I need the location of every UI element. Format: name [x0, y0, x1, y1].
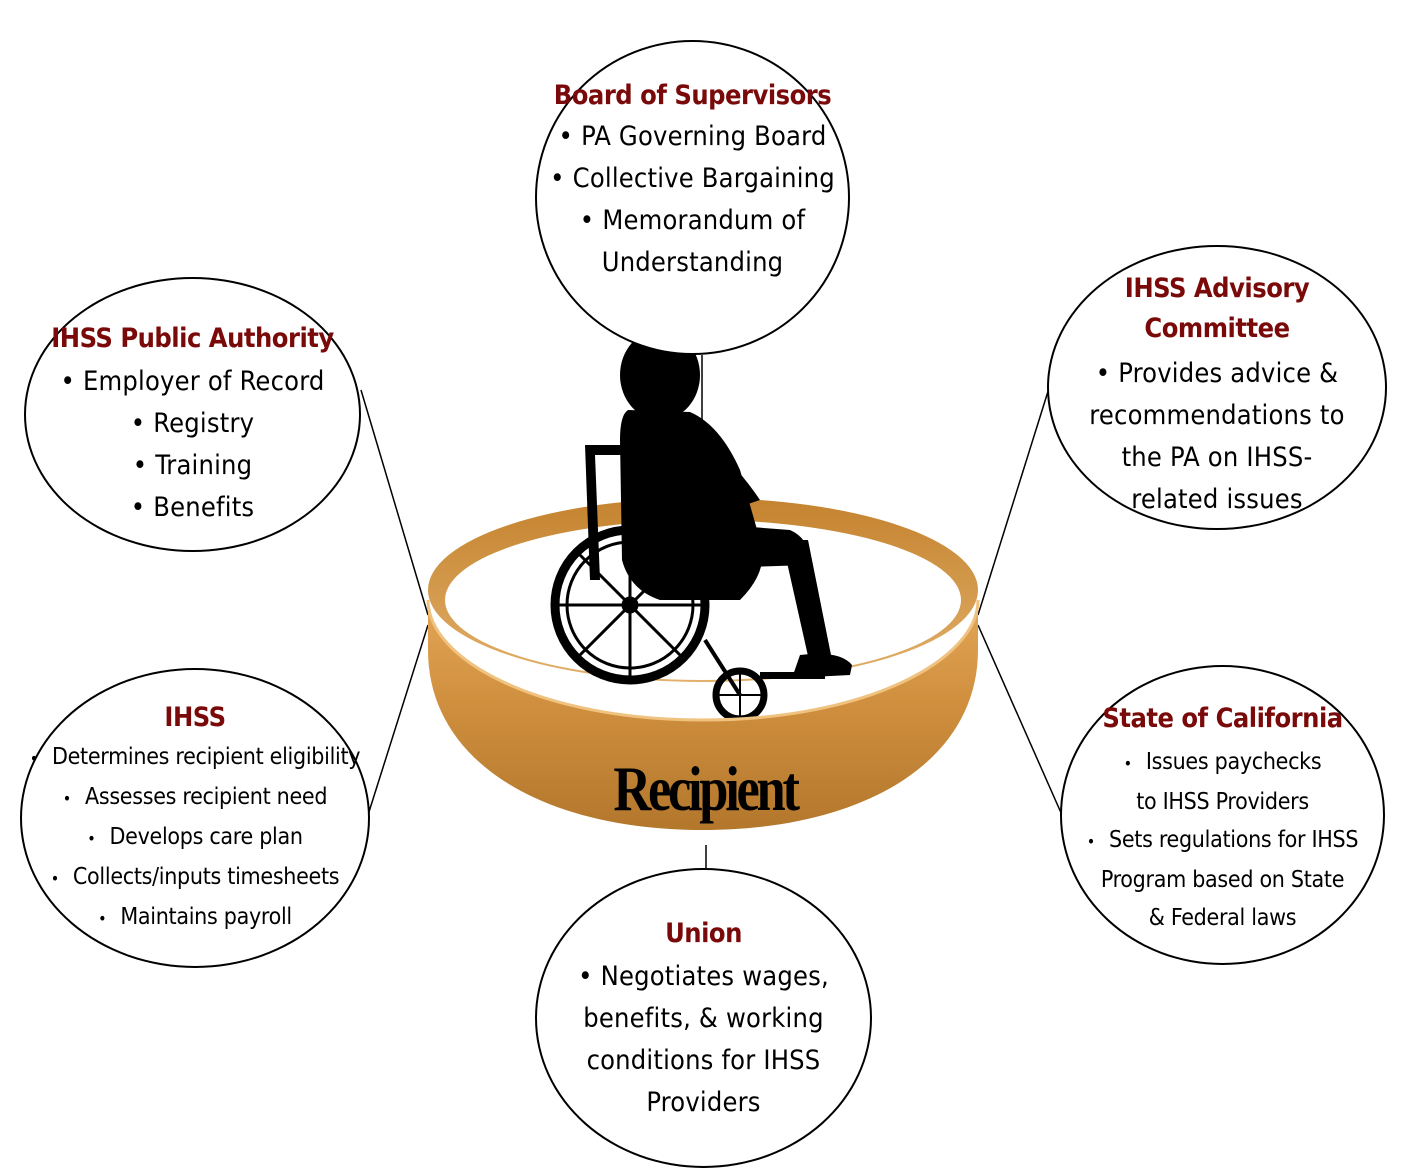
node-title: IHSS Advisory Committee: [1124, 273, 1310, 344]
bullet-item: Maintains payroll: [22, 898, 368, 938]
bullet-item: Registry: [26, 403, 359, 445]
bullet-item: Collects/inputs timesheets: [22, 858, 368, 898]
node-ihss-public-authority: IHSS Public Authority Employer of Record…: [24, 277, 361, 552]
bullet-item: Benefits: [26, 487, 359, 529]
node-title: Board of Supervisors: [553, 80, 832, 111]
bullet-item: Training: [26, 445, 359, 487]
node-state-of-california: State of California Issues paychecks to …: [1060, 665, 1385, 965]
node-title: Union: [665, 918, 742, 949]
node-ihss: IHSS Determines recipient eligibility As…: [20, 668, 370, 968]
bullet-item: Assesses recipient need: [22, 778, 368, 818]
bullet-item: Negotiates wages, benefits, & working co…: [537, 956, 870, 1124]
node-board-of-supervisors: Board of Supervisors PA Governing Board …: [535, 40, 850, 355]
connector-state: [977, 624, 1063, 816]
bullet-item: Employer of Record: [26, 361, 359, 403]
bullet-item: Determines recipient eligibility: [22, 738, 368, 778]
node-title: State of California: [1102, 703, 1343, 734]
bullet-item: PA Governing Board: [537, 116, 848, 158]
bullet-item: Provides advice & recommendations to the…: [1049, 353, 1385, 521]
node-title: IHSS: [164, 702, 226, 733]
bullet-item: Develops care plan: [22, 818, 368, 858]
bullet-item: Memorandum of Understanding: [537, 200, 848, 284]
recipient-label: Recipient: [613, 753, 800, 824]
connector-advisory: [977, 384, 1051, 616]
node-title: IHSS Public Authority: [51, 323, 334, 354]
node-union: Union Negotiates wages, benefits, & work…: [535, 868, 872, 1168]
connector-ihss: [367, 624, 429, 816]
bullet-item: Issues paychecks to IHSS Providers: [1062, 743, 1383, 821]
bullet-item: Collective Bargaining: [537, 158, 848, 200]
node-ihss-advisory-committee: IHSS Advisory Committee Provides advice …: [1047, 245, 1387, 530]
recipient-ring: [426, 330, 980, 830]
wheelchair-wheel-icon: [550, 525, 710, 685]
bullet-item: Sets regulations for IHSS Program based …: [1062, 821, 1383, 937]
connector-pa: [360, 389, 429, 616]
